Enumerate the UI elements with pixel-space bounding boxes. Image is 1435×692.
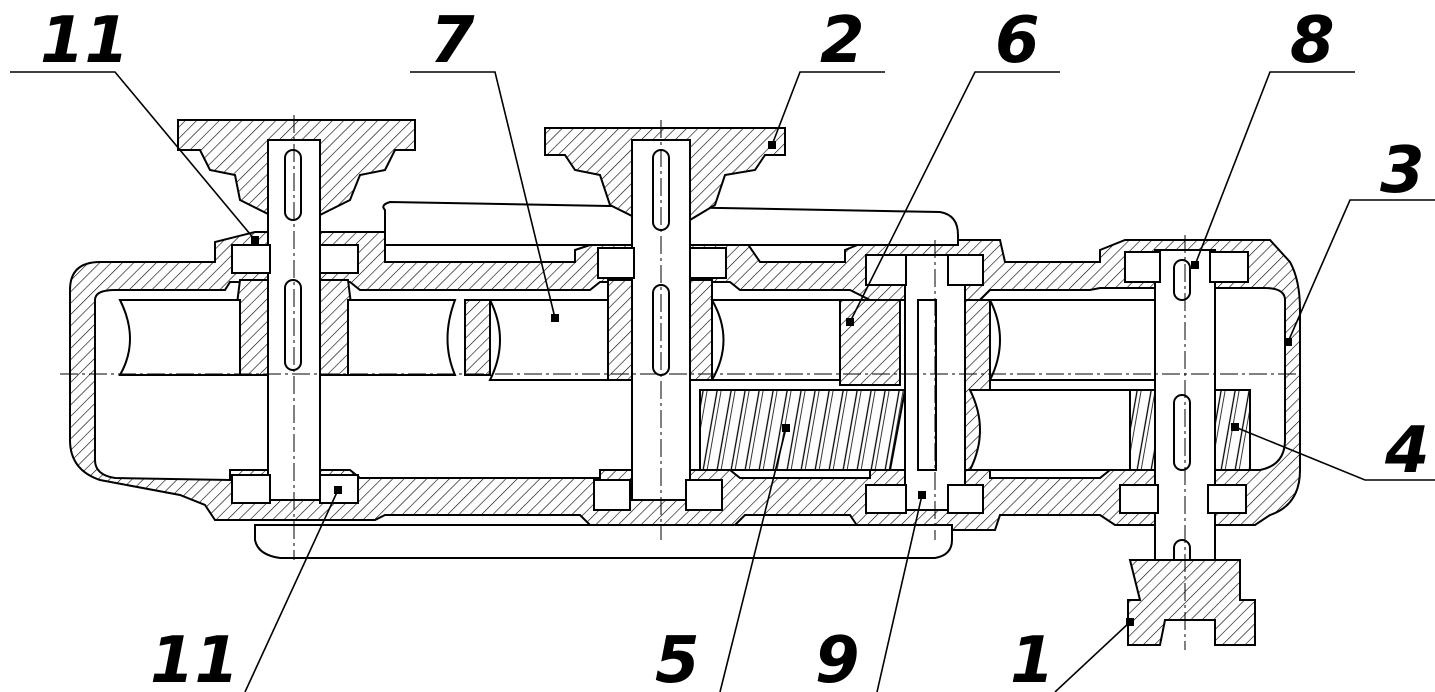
callout-6: 6 xyxy=(846,4,1060,326)
callout-3: 3 xyxy=(1284,134,1435,346)
svg-text:8: 8 xyxy=(1290,4,1335,78)
svg-text:11: 11 xyxy=(150,624,239,692)
callout-11: 11 xyxy=(150,486,342,692)
callout-9: 9 xyxy=(815,491,926,692)
callout-4: 4 xyxy=(1231,414,1435,488)
callout-10: 11 xyxy=(10,4,259,244)
shaft-left xyxy=(118,119,457,504)
svg-text:3: 3 xyxy=(1380,134,1425,208)
svg-text:11: 11 xyxy=(40,4,129,78)
callout-7: 7 xyxy=(410,4,559,322)
svg-text:9: 9 xyxy=(815,624,860,692)
svg-text:2: 2 xyxy=(820,4,865,78)
callout-1: 1 xyxy=(1010,618,1134,692)
callout-5: 5 xyxy=(655,424,790,692)
svg-text:1: 1 xyxy=(1010,624,1055,692)
svg-text:5: 5 xyxy=(655,624,700,692)
center-lines xyxy=(60,115,1300,650)
callout-8: 8 xyxy=(1191,4,1355,269)
callout-2: 2 xyxy=(768,4,885,149)
shaft-middle xyxy=(464,127,841,511)
svg-text:6: 6 xyxy=(995,4,1040,78)
svg-text:7: 7 xyxy=(430,4,475,78)
helical-gear xyxy=(699,299,907,471)
svg-text:4: 4 xyxy=(1384,414,1430,488)
